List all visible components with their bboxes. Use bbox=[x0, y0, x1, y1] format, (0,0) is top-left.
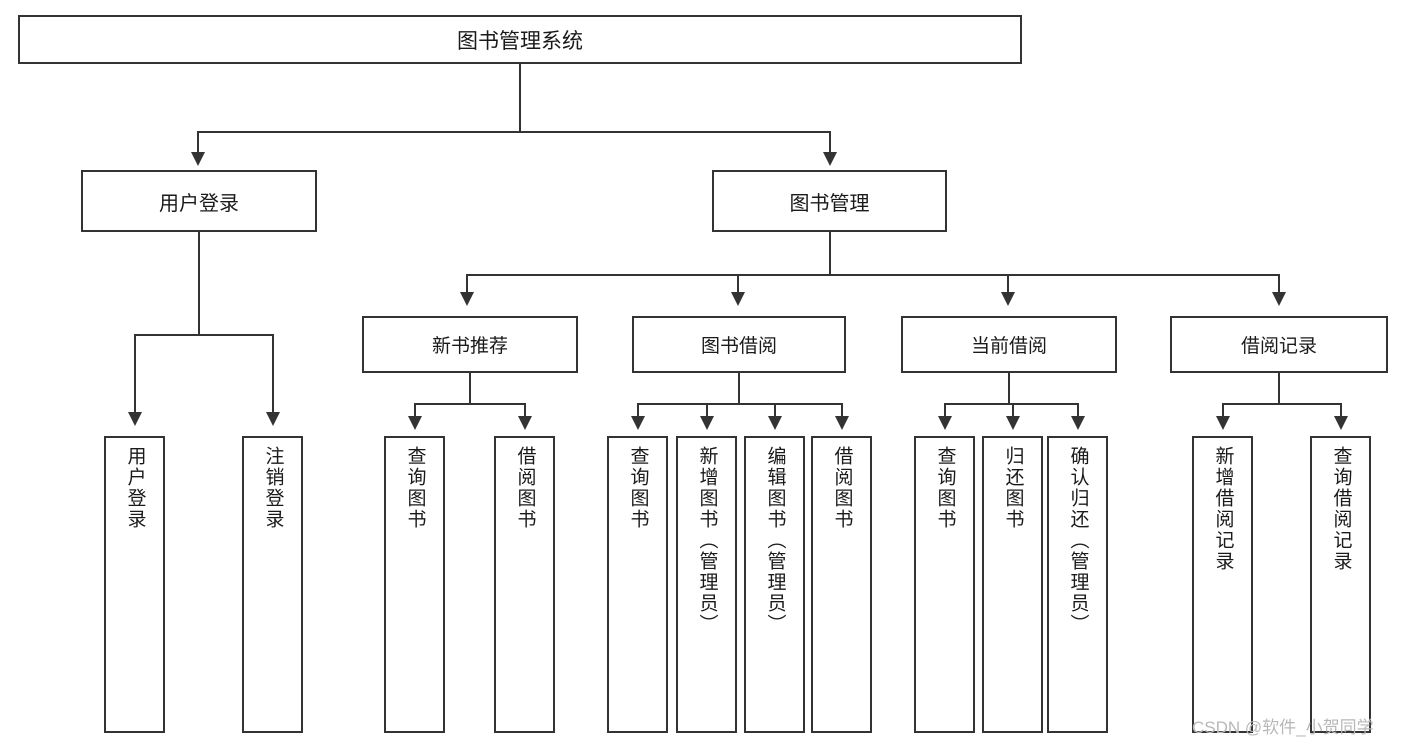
leaf-label: 归还图书 bbox=[1002, 446, 1024, 530]
arrow-borrow-to-leaf-1 bbox=[631, 416, 645, 430]
leaf-label: 编辑图书（管理员） bbox=[764, 446, 786, 635]
connector-bookmgmt-to-record bbox=[1278, 274, 1280, 295]
leaf-borrow-edit-book-admin[interactable]: 编辑图书（管理员） bbox=[744, 436, 805, 733]
node-user-login[interactable]: 用户登录 bbox=[81, 170, 317, 232]
connector-login-to-leaf-2 bbox=[272, 334, 274, 415]
connector-current-stem bbox=[1008, 373, 1010, 404]
connector-root-to-login bbox=[197, 131, 199, 156]
connector-bookmgmt-to-recommend bbox=[466, 274, 468, 295]
node-root-system[interactable]: 图书管理系统 bbox=[18, 15, 1022, 64]
connector-recommend-bus bbox=[414, 403, 525, 405]
node-current-borrow[interactable]: 当前借阅 bbox=[901, 316, 1117, 373]
connector-borrow-to-leaf-3 bbox=[774, 403, 776, 419]
leaf-label: 查询图书 bbox=[934, 446, 956, 530]
csdn-watermark: CSDN @软件_小贺同学 bbox=[1192, 718, 1374, 737]
leaf-label: 查询图书 bbox=[404, 446, 426, 530]
leaf-current-return-book[interactable]: 归还图书 bbox=[982, 436, 1043, 733]
leaf-recommend-query-book[interactable]: 查询图书 bbox=[384, 436, 445, 733]
connector-root-to-bookmgmt bbox=[829, 131, 831, 156]
connector-root-stem bbox=[519, 64, 521, 132]
leaf-label: 借阅图书 bbox=[514, 446, 536, 530]
node-borrow-record[interactable]: 借阅记录 bbox=[1170, 316, 1388, 373]
leaf-label: 确认归还（管理员） bbox=[1067, 446, 1089, 635]
node-label: 借阅记录 bbox=[1240, 336, 1317, 357]
connector-bookmgmt-bus bbox=[466, 274, 1280, 276]
connector-current-bus bbox=[944, 403, 1078, 405]
leaf-label: 借阅图书 bbox=[831, 446, 853, 530]
arrow-borrow-to-leaf-3 bbox=[768, 416, 782, 430]
node-label: 图书管理 bbox=[789, 192, 870, 215]
connector-record-to-leaf-1 bbox=[1222, 403, 1224, 419]
connector-root-bus bbox=[197, 131, 831, 133]
arrow-record-to-leaf-1 bbox=[1216, 416, 1230, 430]
leaf-label: 查询借阅记录 bbox=[1330, 446, 1352, 572]
connector-current-to-leaf-1 bbox=[944, 403, 946, 419]
connector-record-stem bbox=[1278, 373, 1280, 404]
leaf-current-query-book[interactable]: 查询图书 bbox=[914, 436, 975, 733]
connector-bookmgmt-stem bbox=[829, 232, 831, 275]
connector-recommend-stem bbox=[469, 373, 471, 404]
arrow-borrow-to-leaf-4 bbox=[835, 416, 849, 430]
leaf-user-login-logout[interactable]: 注销登录 bbox=[242, 436, 303, 733]
node-book-borrow[interactable]: 图书借阅 bbox=[632, 316, 846, 373]
node-label: 图书借阅 bbox=[700, 336, 777, 357]
node-book-management[interactable]: 图书管理 bbox=[712, 170, 947, 232]
arrow-record-to-leaf-2 bbox=[1334, 416, 1348, 430]
connector-recommend-to-leaf-1 bbox=[414, 403, 416, 419]
arrow-recommend-to-leaf-1 bbox=[408, 416, 422, 430]
connector-login-to-leaf-1 bbox=[134, 334, 136, 415]
arrow-bookmgmt-to-record bbox=[1272, 292, 1286, 306]
connector-current-to-leaf-3 bbox=[1077, 403, 1079, 419]
node-label: 用户登录 bbox=[159, 192, 239, 215]
arrow-bookmgmt-to-recommend bbox=[460, 292, 474, 306]
leaf-user-login-login[interactable]: 用户登录 bbox=[104, 436, 165, 733]
connector-login-stem bbox=[198, 232, 200, 335]
connector-borrow-to-leaf-1 bbox=[637, 403, 639, 419]
leaf-record-query-record[interactable]: 查询借阅记录 bbox=[1310, 436, 1371, 733]
connector-borrow-to-leaf-4 bbox=[841, 403, 843, 419]
leaf-label: 注销登录 bbox=[262, 446, 284, 530]
arrow-borrow-to-leaf-2 bbox=[700, 416, 714, 430]
connector-borrow-bus bbox=[637, 403, 842, 405]
leaf-current-confirm-return-admin[interactable]: 确认归还（管理员） bbox=[1047, 436, 1108, 733]
leaf-borrow-query-book[interactable]: 查询图书 bbox=[607, 436, 668, 733]
leaf-label: 查询图书 bbox=[627, 446, 649, 530]
node-label: 当前借阅 bbox=[970, 336, 1047, 357]
leaf-label: 新增图书（管理员） bbox=[696, 446, 718, 635]
connector-bookmgmt-to-borrow bbox=[737, 274, 739, 295]
connector-record-bus bbox=[1222, 403, 1341, 405]
arrow-current-to-leaf-1 bbox=[938, 416, 952, 430]
node-label: 新书推荐 bbox=[431, 336, 508, 357]
arrow-bookmgmt-to-current bbox=[1001, 292, 1015, 306]
leaf-borrow-borrow-book[interactable]: 借阅图书 bbox=[811, 436, 872, 733]
leaf-label: 新增借阅记录 bbox=[1212, 446, 1234, 572]
connector-borrow-to-leaf-2 bbox=[706, 403, 708, 419]
arrow-recommend-to-leaf-2 bbox=[518, 416, 532, 430]
connector-borrow-stem bbox=[738, 373, 740, 404]
node-label: 图书管理系统 bbox=[457, 29, 583, 53]
arrow-current-to-leaf-2 bbox=[1006, 416, 1020, 430]
node-new-book-recommend[interactable]: 新书推荐 bbox=[362, 316, 578, 373]
arrow-login-to-leaf-1 bbox=[128, 412, 142, 426]
connector-bookmgmt-to-current bbox=[1007, 274, 1009, 295]
arrow-root-to-login bbox=[191, 152, 205, 166]
arrow-bookmgmt-to-borrow bbox=[731, 292, 745, 306]
leaf-record-add-record[interactable]: 新增借阅记录 bbox=[1192, 436, 1253, 733]
leaf-recommend-borrow-book[interactable]: 借阅图书 bbox=[494, 436, 555, 733]
connector-record-to-leaf-2 bbox=[1340, 403, 1342, 419]
connector-current-to-leaf-2 bbox=[1012, 403, 1014, 419]
arrow-root-to-bookmgmt bbox=[823, 152, 837, 166]
leaf-borrow-add-book-admin[interactable]: 新增图书（管理员） bbox=[676, 436, 737, 733]
arrow-login-to-leaf-2 bbox=[266, 412, 280, 426]
connector-login-bus bbox=[134, 334, 273, 336]
leaf-label: 用户登录 bbox=[124, 446, 146, 530]
arrow-current-to-leaf-3 bbox=[1071, 416, 1085, 430]
connector-recommend-to-leaf-2 bbox=[524, 403, 526, 419]
